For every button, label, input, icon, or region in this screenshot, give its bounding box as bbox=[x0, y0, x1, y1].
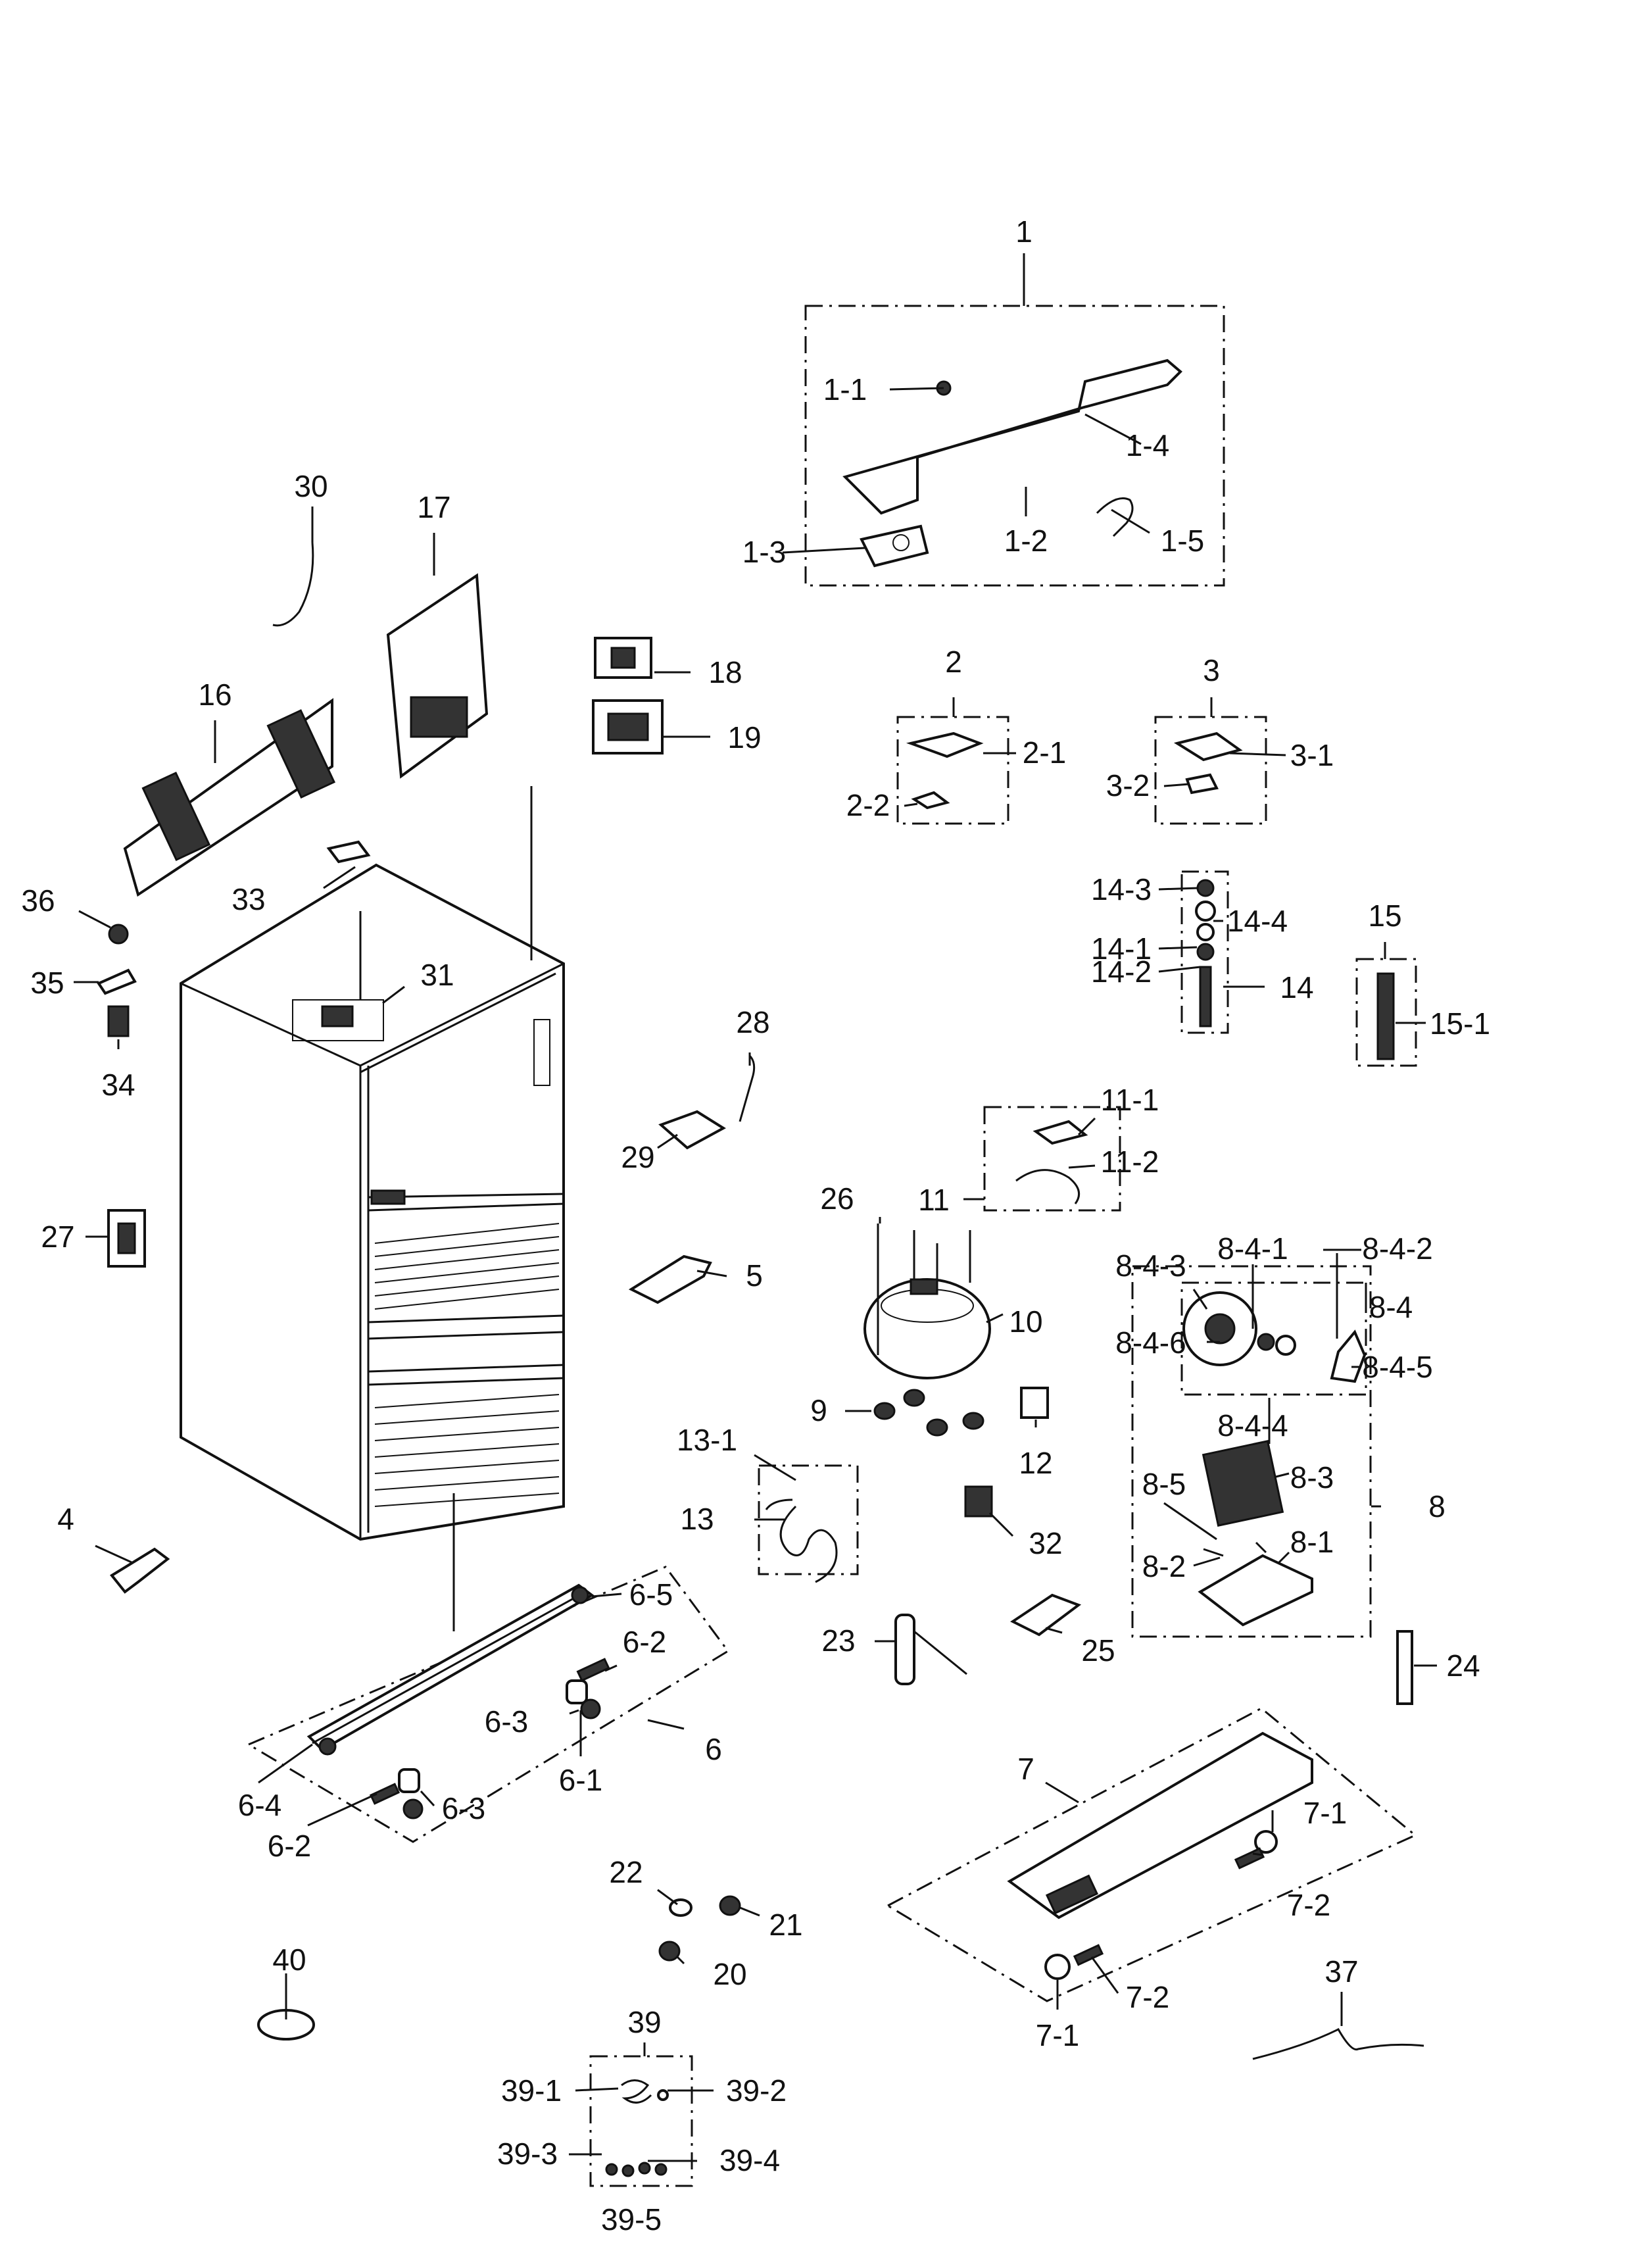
callout: 14-2 bbox=[1091, 954, 1152, 989]
callout: 6-3 bbox=[485, 1704, 528, 1739]
callout: 1-4 bbox=[1126, 428, 1169, 462]
callout: 39-3 bbox=[497, 2137, 558, 2171]
callout: 34 bbox=[101, 1068, 135, 1102]
callout: 11 bbox=[918, 1183, 950, 1217]
callout: 7-2 bbox=[1126, 1980, 1169, 2014]
callout: 25 bbox=[1081, 1633, 1115, 1668]
callout: 35 bbox=[30, 966, 64, 1000]
callout: 6-4 bbox=[238, 1788, 281, 1822]
callout: 8 bbox=[1428, 1489, 1446, 1523]
callout: 39-5 bbox=[601, 2202, 662, 2237]
callout-labels: 1 1-1 1-2 1-3 1-4 1-5 2 2-1 2-2 3 3-1 3-… bbox=[21, 214, 1490, 2237]
callout: 17 bbox=[417, 490, 450, 524]
callout: 14 bbox=[1280, 970, 1313, 1004]
callout: 3 bbox=[1203, 653, 1220, 687]
callout: 7-1 bbox=[1303, 1796, 1347, 1830]
callout: 2-2 bbox=[846, 788, 890, 822]
callout: 32 bbox=[1029, 1526, 1062, 1560]
callout: 8-4-6 bbox=[1115, 1325, 1186, 1360]
callout: 31 bbox=[420, 958, 454, 992]
callout: 16 bbox=[198, 678, 231, 712]
callout: 8-4-5 bbox=[1362, 1350, 1432, 1384]
callout: 24 bbox=[1446, 1648, 1480, 1683]
callout: 8-2 bbox=[1142, 1549, 1186, 1583]
callout: 2 bbox=[945, 645, 962, 679]
parts bbox=[97, 359, 1424, 2177]
callout: 39-4 bbox=[719, 2143, 780, 2177]
callout: 14-3 bbox=[1091, 872, 1152, 906]
callout: 4 bbox=[57, 1502, 74, 1536]
callout: 8-4-3 bbox=[1115, 1249, 1186, 1283]
callout: 8-4-1 bbox=[1217, 1231, 1288, 1266]
callout: 8-1 bbox=[1290, 1525, 1334, 1559]
callout: 14-1 bbox=[1091, 931, 1152, 966]
callout: 18 bbox=[708, 655, 742, 689]
callout: 13 bbox=[680, 1502, 714, 1536]
callout: 6-3 bbox=[442, 1791, 485, 1825]
callout: 7-1 bbox=[1036, 2018, 1079, 2052]
callout: 28 bbox=[736, 1005, 769, 1039]
callout: 15-1 bbox=[1430, 1006, 1490, 1041]
callout: 37 bbox=[1324, 1954, 1358, 1989]
callout: 12 bbox=[1019, 1446, 1052, 1480]
callout: 14-4 bbox=[1227, 904, 1288, 938]
callout: 11-1 bbox=[1101, 1083, 1159, 1117]
callout: 9 bbox=[810, 1393, 827, 1427]
callout: 40 bbox=[272, 1942, 306, 1977]
callout: 2-1 bbox=[1023, 735, 1066, 770]
callout: 1-3 bbox=[742, 535, 786, 569]
callout: 27 bbox=[41, 1220, 74, 1254]
callout: 1-2 bbox=[1004, 524, 1048, 558]
callout: 15 bbox=[1368, 899, 1401, 933]
callout: 20 bbox=[713, 1957, 746, 1991]
callout: 19 bbox=[727, 720, 761, 754]
callout: 13-1 bbox=[677, 1423, 737, 1457]
callout: 22 bbox=[609, 1855, 643, 1889]
callout: 1-1 bbox=[823, 372, 867, 407]
callout: 5 bbox=[746, 1258, 763, 1293]
callout: 7-2 bbox=[1287, 1888, 1330, 1922]
callout: 8-4-2 bbox=[1362, 1231, 1432, 1266]
callout: 11-2 bbox=[1101, 1145, 1159, 1179]
callout: 23 bbox=[821, 1623, 855, 1658]
callout: 8-3 bbox=[1290, 1460, 1334, 1495]
callout: 6-2 bbox=[268, 1829, 311, 1863]
callout: 6-5 bbox=[629, 1577, 673, 1612]
callout: 33 bbox=[231, 882, 265, 916]
callout: 3-1 bbox=[1290, 738, 1334, 772]
callout: 1 bbox=[1015, 214, 1032, 249]
callout: 30 bbox=[294, 469, 328, 503]
callout: 39-1 bbox=[501, 2073, 562, 2108]
callout: 7 bbox=[1017, 1752, 1034, 1786]
callout: 8-5 bbox=[1142, 1467, 1186, 1501]
group-boxes bbox=[246, 305, 1417, 2187]
callout: 36 bbox=[21, 883, 55, 918]
callout: 6-2 bbox=[623, 1625, 666, 1659]
callout: 3-2 bbox=[1106, 768, 1150, 803]
callout: 1-5 bbox=[1161, 524, 1204, 558]
callout: 39-2 bbox=[726, 2073, 787, 2108]
callout: 8-4 bbox=[1369, 1290, 1413, 1324]
callout: 26 bbox=[820, 1181, 854, 1216]
leader-lines bbox=[74, 253, 1437, 2162]
callout: 8-4-4 bbox=[1217, 1408, 1288, 1443]
callout: 21 bbox=[769, 1908, 802, 1942]
callout: 6-1 bbox=[559, 1763, 602, 1797]
refrigerator-cabinet bbox=[180, 863, 565, 1541]
callout: 10 bbox=[1009, 1304, 1042, 1339]
callout: 6 bbox=[705, 1732, 722, 1766]
callout: 39 bbox=[627, 2005, 661, 2039]
callout: 29 bbox=[621, 1140, 654, 1174]
